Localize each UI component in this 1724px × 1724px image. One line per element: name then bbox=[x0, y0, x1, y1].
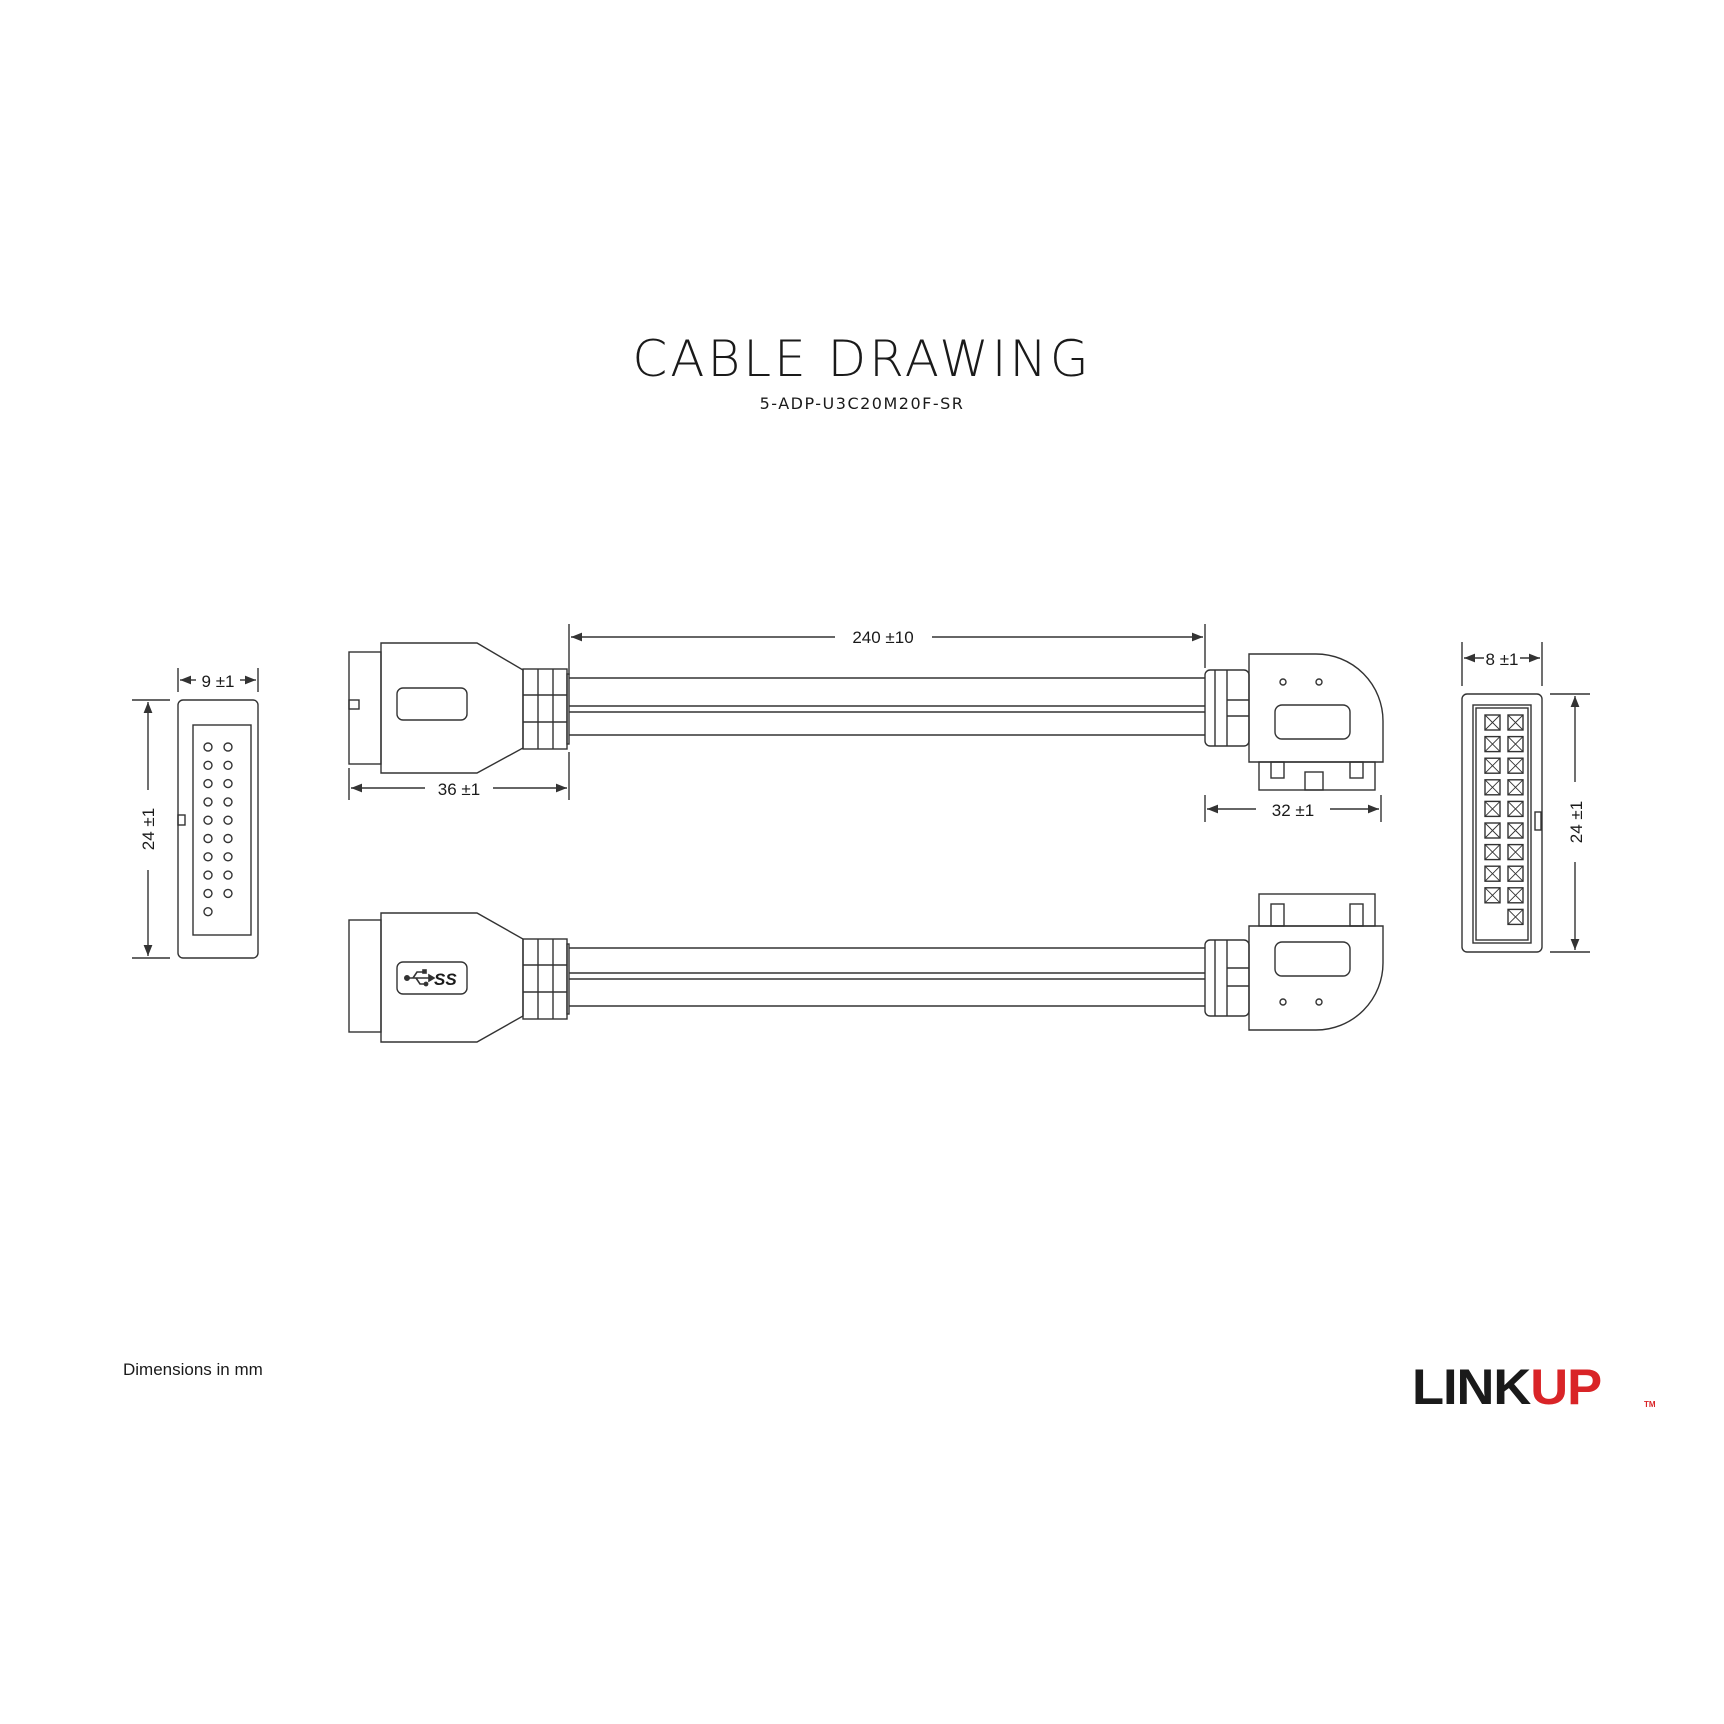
part-number: 5-ADP-U3C20M20F-SR bbox=[759, 394, 965, 413]
pin-socket-cross bbox=[1484, 887, 1501, 904]
pin-socket-cross bbox=[1507, 909, 1524, 925]
pin-socket bbox=[1484, 887, 1501, 904]
pin-hole bbox=[203, 833, 213, 844]
pin-socket-cross bbox=[1484, 779, 1501, 796]
pin-socket-cross bbox=[1507, 736, 1524, 752]
pin-socket bbox=[1484, 714, 1501, 731]
pin-socket-cross bbox=[1484, 736, 1501, 752]
pin-socket bbox=[1507, 822, 1524, 839]
pin-hole bbox=[223, 870, 233, 880]
top-cable-assembly bbox=[348, 642, 1384, 791]
pin-socket-cross bbox=[1507, 844, 1524, 860]
dim-right-end-width: 8 ±1 bbox=[1486, 650, 1519, 669]
pin-socket-cross bbox=[1484, 714, 1501, 731]
pin-hole bbox=[203, 907, 213, 917]
pin-socket bbox=[1484, 865, 1501, 882]
dim-left-end-width: 9 ±1 bbox=[202, 672, 235, 691]
pin-socket-cross bbox=[1484, 865, 1501, 882]
pin-socket-cross bbox=[1484, 757, 1501, 774]
pin-socket-cross bbox=[1507, 779, 1524, 796]
right-end-view bbox=[1461, 693, 1543, 953]
left-pin-grid bbox=[203, 742, 233, 917]
pin-socket-cross bbox=[1507, 757, 1524, 774]
pin-hole bbox=[223, 742, 233, 752]
pin-socket bbox=[1507, 714, 1524, 731]
pin-hole bbox=[223, 833, 233, 844]
pin-socket-cross bbox=[1507, 822, 1524, 839]
pin-socket bbox=[1484, 735, 1501, 753]
pin-socket bbox=[1484, 757, 1501, 774]
logo-part-link: LINK bbox=[1412, 1359, 1531, 1415]
trademark-mark: TM bbox=[1644, 1400, 1656, 1409]
bottom-cable-assembly bbox=[348, 893, 1384, 1043]
linkup-logo: LINKUP bbox=[1412, 1359, 1602, 1415]
pin-socket-cross bbox=[1507, 865, 1524, 882]
right-pin-grid bbox=[1484, 714, 1524, 926]
dim-right-end-height: 24 ±1 bbox=[1567, 801, 1586, 843]
pin-hole bbox=[203, 815, 213, 825]
pin-hole bbox=[203, 797, 213, 807]
pin-hole bbox=[203, 778, 213, 789]
pin-socket bbox=[1507, 735, 1524, 753]
pin-socket bbox=[1507, 800, 1524, 818]
pin-hole bbox=[223, 888, 233, 899]
dim-right-connector-length: 32 ±1 bbox=[1272, 801, 1314, 820]
pin-socket-cross bbox=[1507, 887, 1524, 904]
pin-hole bbox=[223, 778, 233, 789]
pin-socket-cross bbox=[1484, 801, 1501, 817]
pin-socket bbox=[1507, 779, 1524, 796]
pin-socket-cross bbox=[1507, 714, 1524, 731]
page-title: CABLE DRAWING bbox=[632, 330, 1092, 388]
pin-hole bbox=[203, 852, 213, 862]
pin-socket bbox=[1507, 757, 1524, 774]
pin-socket bbox=[1507, 865, 1524, 882]
pin-hole bbox=[223, 760, 233, 770]
pin-hole bbox=[203, 742, 213, 752]
dim-left-connector-length: 36 ±1 bbox=[438, 780, 480, 799]
units-note: Dimensions in mm bbox=[123, 1360, 263, 1379]
dim-cable-length: 240 ±10 bbox=[852, 628, 913, 647]
left-end-view bbox=[177, 699, 259, 959]
pin-hole bbox=[223, 797, 233, 807]
pin-socket-cross bbox=[1484, 822, 1501, 839]
pin-hole bbox=[203, 870, 213, 880]
usb-superspeed-icon bbox=[403, 969, 436, 987]
pin-socket bbox=[1484, 779, 1501, 796]
pin-socket-cross bbox=[1484, 844, 1501, 860]
pin-socket bbox=[1484, 843, 1501, 861]
pin-socket bbox=[1484, 800, 1501, 818]
pin-socket bbox=[1507, 887, 1524, 904]
pin-hole bbox=[223, 815, 233, 825]
pin-socket bbox=[1507, 908, 1524, 926]
pin-socket bbox=[1484, 822, 1501, 839]
pin-socket-cross bbox=[1507, 801, 1524, 817]
pin-hole bbox=[203, 888, 213, 899]
pin-hole bbox=[203, 760, 213, 770]
dim-left-end-height: 24 ±1 bbox=[139, 808, 158, 850]
pin-hole bbox=[223, 852, 233, 862]
pin-socket bbox=[1507, 843, 1524, 861]
usb-ss-label: SS bbox=[434, 970, 457, 989]
logo-part-up: UP bbox=[1530, 1359, 1602, 1415]
